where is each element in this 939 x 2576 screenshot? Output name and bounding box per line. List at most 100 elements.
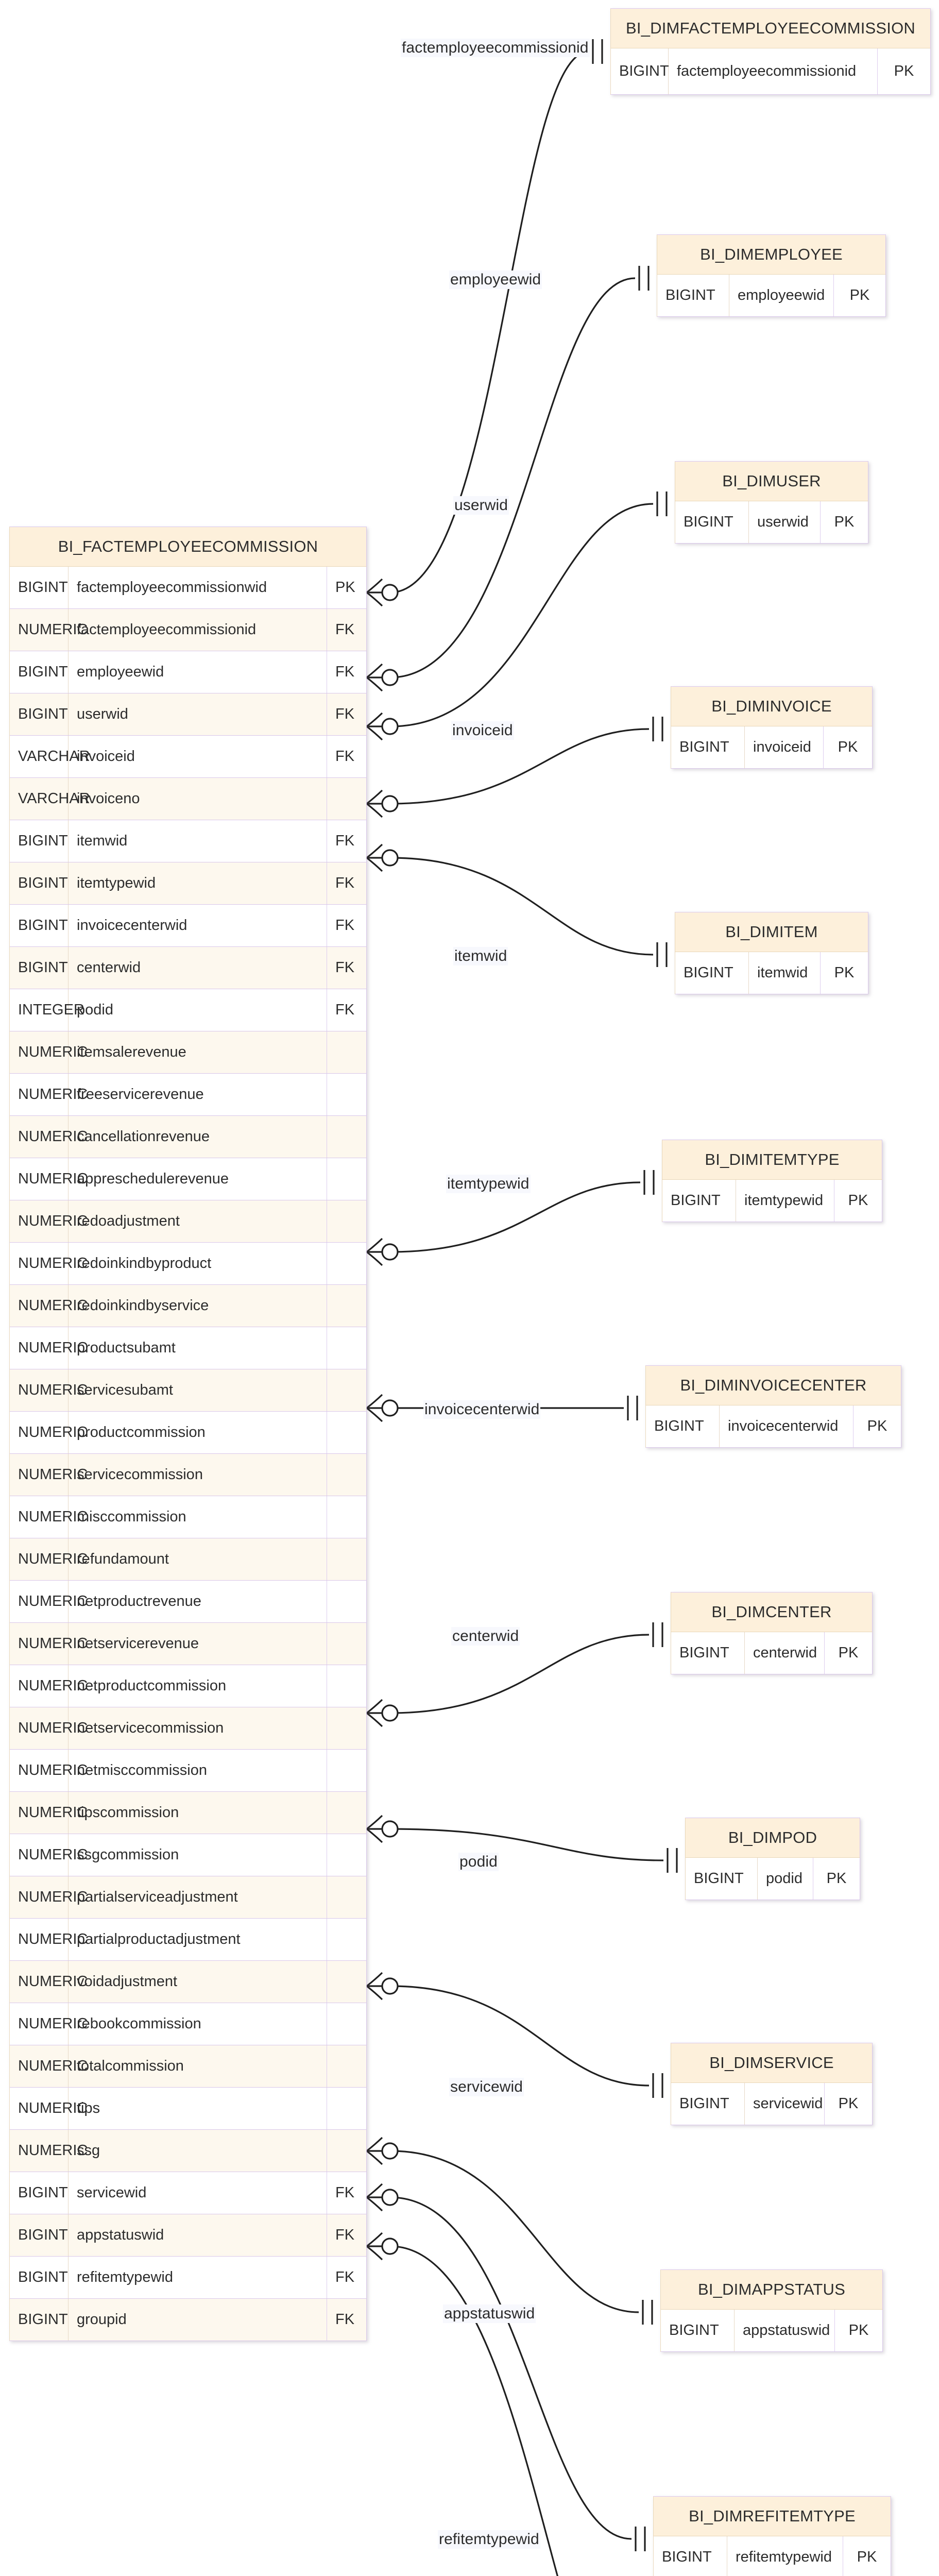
column-name: netservicerevenue [69, 1623, 327, 1665]
relationship-label-r2: employeewid [449, 270, 542, 289]
column-key-badge [327, 1116, 366, 1158]
column-name: servicecommission [69, 1454, 327, 1496]
crowfoot-marker-r2 [366, 663, 399, 692]
one-marker-r6 [643, 1170, 655, 1195]
entity-title: BI_DIMFACTEMPLOYEECOMMISSION [610, 8, 931, 48]
column-key-badge: FK [335, 2269, 355, 2285]
column-key-badge [327, 1327, 366, 1369]
column-datatype: BIGINT [10, 2172, 69, 2214]
column-datatype: BIGINT [662, 1180, 736, 1222]
column-datatype: NUMERIC [10, 1538, 88, 1580]
column-name: ssg [69, 2130, 327, 2172]
column-key-badge [327, 1200, 366, 1242]
column-datatype: NUMERIC [10, 1623, 88, 1665]
relationship-label-r4: invoiceid [451, 721, 514, 740]
column-name: partialproductadjustment [69, 1919, 327, 1960]
column-name: servicewid [69, 2172, 327, 2214]
one-marker-r9 [667, 1848, 678, 1873]
crowfoot-marker-r11 [366, 2137, 399, 2165]
column-name: podid [69, 989, 327, 1031]
column-key-badge: PK [848, 1192, 868, 1209]
column-name: userwid [749, 501, 821, 543]
column-datatype: BIGINT [675, 952, 749, 994]
column-key-badge: FK [335, 1002, 355, 1018]
one-marker-r1 [592, 39, 603, 64]
column-name: refitemtypewid [727, 2536, 843, 2576]
column-datatype: BIGINT [657, 275, 729, 316]
column-key-badge: FK [335, 833, 355, 849]
column-name: centerwid [745, 1632, 825, 1674]
column-datatype: BIGINT [10, 862, 69, 904]
column-key-badge: PK [838, 739, 858, 755]
entity-title: BI_DIMPOD [685, 1818, 860, 1858]
